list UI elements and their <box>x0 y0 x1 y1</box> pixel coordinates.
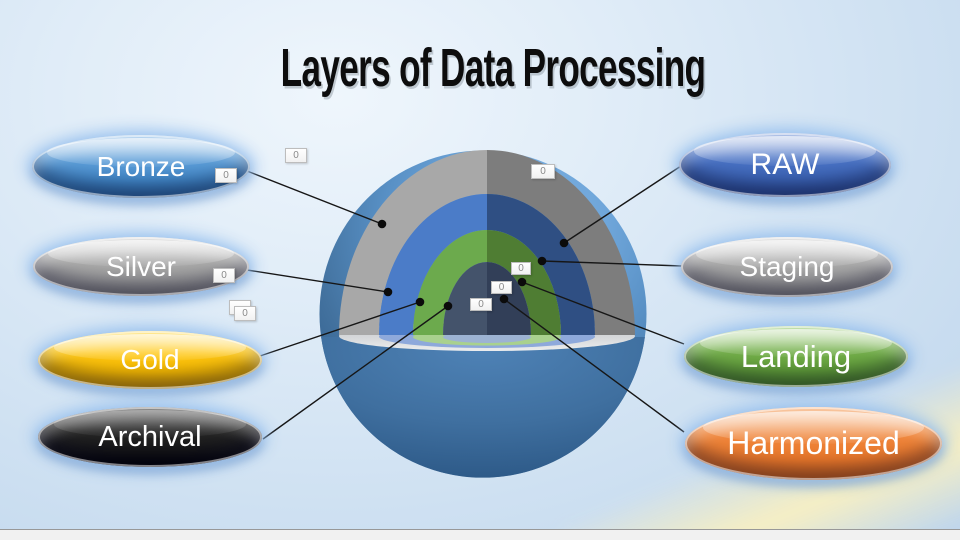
node-staging: Staging <box>681 237 893 297</box>
node-harmonized-label: Harmonized <box>727 425 900 461</box>
connector-line-silver <box>246 269 389 293</box>
node-landing: Landing <box>684 326 908 387</box>
callout-dot-silver <box>383 287 393 297</box>
zero-badge: 0 <box>511 262 531 275</box>
slide-title: Layers of Data Processing <box>280 38 706 98</box>
callout-dot-staging <box>537 256 547 266</box>
connector-line-bronze <box>246 170 383 225</box>
zero-badge: 0 <box>234 306 256 321</box>
dome-green-left <box>413 230 487 335</box>
node-silver: Silver <box>33 237 249 296</box>
callout-dot-archival <box>443 301 453 311</box>
node-landing-label: Landing <box>740 338 852 374</box>
zero-badge: 0 <box>215 168 237 183</box>
connector-line-harmonized <box>503 298 685 433</box>
node-raw-label: RAW <box>750 148 820 181</box>
connector-line-landing <box>521 281 685 345</box>
zero-badge: 0 <box>285 148 307 163</box>
slide-bottom-edge <box>0 529 960 540</box>
dome-core-right <box>487 262 531 335</box>
zero-badge: 0 <box>470 298 492 311</box>
sphere-bottom-hemisphere <box>321 337 645 478</box>
node-archival-label: Archival <box>98 420 202 453</box>
dome-blue-left <box>379 194 487 335</box>
node-silver-label: Silver <box>105 250 176 282</box>
connector-line-gold <box>259 301 421 357</box>
dome-gray-right <box>487 150 635 335</box>
node-gold-label: Gold <box>120 344 180 375</box>
callout-dot-bronze <box>377 219 387 229</box>
callout-dot-landing <box>517 277 527 287</box>
zero-badge: 0 <box>491 281 512 294</box>
node-gold: Gold <box>38 331 262 389</box>
connector-lines <box>246 165 685 440</box>
callout-dot-harmonized <box>499 294 509 304</box>
zero-badge: 0 <box>213 268 235 283</box>
node-archival: Archival <box>38 407 262 467</box>
connector-line-staging <box>541 260 683 267</box>
callout-dot-raw <box>559 238 569 248</box>
callout-dots <box>377 219 569 311</box>
node-harmonized: Harmonized <box>685 407 942 480</box>
dome-gray-left <box>339 150 487 335</box>
node-staging-label: Staging <box>739 251 835 282</box>
callout-dot-gold <box>415 297 425 307</box>
dome-core-left <box>443 262 487 335</box>
node-bronze: Bronze <box>32 135 250 198</box>
connector-line-archival <box>262 305 449 440</box>
connector-line-raw <box>563 165 682 244</box>
node-bronze-label: Bronze <box>96 150 186 182</box>
zero-badge: 0 <box>531 164 555 179</box>
node-raw: RAW <box>679 133 891 197</box>
